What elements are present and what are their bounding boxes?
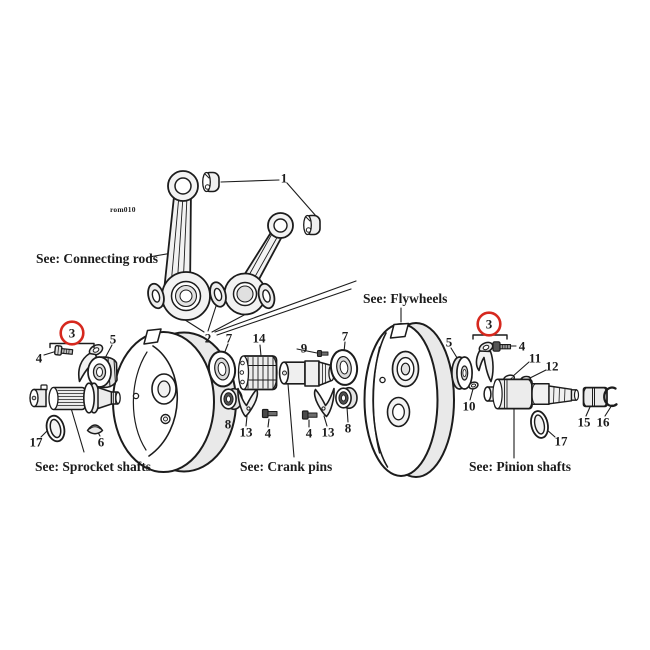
callout-9: 9 [301, 341, 308, 356]
callout-1: 1 [281, 171, 288, 186]
connecting-rod-rear [223, 212, 294, 316]
callout-15: 15 [578, 415, 592, 430]
section-link-flywheels[interactable]: See: Flywheels [363, 291, 447, 306]
pinion-shaft [483, 378, 580, 410]
callout-labels: 1 2 4 4 4 4 5 5 6 7 7 8 8 9 10 11 12 13 … [30, 171, 611, 450]
callout-8-right: 8 [345, 421, 352, 436]
highlight-circle-icon [59, 320, 85, 346]
callout-6: 6 [98, 435, 105, 450]
section-link-connecting-rods[interactable]: See: Connecting rods [36, 251, 158, 266]
callout-4-mid-right: 4 [306, 426, 313, 441]
ring-10 [468, 381, 479, 390]
screw-9 [316, 349, 329, 358]
retaining-ring-17-left [45, 414, 66, 443]
callout-17-left: 17 [30, 435, 44, 450]
callout-5-right: 5 [446, 335, 453, 350]
callout-13-right: 13 [322, 425, 336, 440]
woodruff-key-6 [86, 424, 104, 435]
screw-4-right [492, 341, 512, 352]
flywheel-left [112, 328, 237, 473]
seal-7-right [329, 349, 359, 386]
highlighted-callout-3-right[interactable]: 3 [476, 311, 502, 337]
highlight-circle-icon [476, 311, 502, 337]
sprocket-shaft-nut-5 [87, 356, 118, 389]
callout-10: 10 [463, 399, 476, 414]
seal-7-left [207, 350, 237, 388]
connecting-rod-front [161, 170, 211, 321]
callout-12: 12 [546, 359, 559, 374]
rod-bearing-race-1 [147, 282, 165, 310]
fork-retainer-13-left [237, 387, 259, 418]
shaft-key-set-right [475, 341, 494, 383]
callout-16: 16 [597, 415, 611, 430]
pinion-gear-15 [582, 386, 608, 408]
crank-pin [278, 360, 335, 387]
fork-retainer-13-right [313, 387, 335, 418]
highlighted-callout-3-left[interactable]: 3 [59, 320, 85, 346]
diagram-watermark: rom010 [110, 205, 136, 214]
screw-4-mid-right [301, 410, 318, 420]
thrust-washer-5-right [451, 356, 473, 390]
callout-2: 2 [205, 331, 212, 346]
callout-7-left: 7 [226, 331, 233, 346]
rod-bearing-race-3 [257, 282, 276, 310]
screw-4-left [54, 345, 74, 356]
wrist-pin-bushing-rear [303, 214, 321, 236]
retaining-ring-17-right [530, 410, 549, 439]
callout-13-left: 13 [240, 425, 254, 440]
flywheel-right [363, 322, 455, 478]
callout-3-right: 3 [486, 317, 493, 332]
callout-17-right: 17 [555, 434, 569, 449]
callout-8-left: 8 [225, 417, 232, 432]
rod-bearing-race-2 [209, 281, 227, 308]
callout-5-left: 5 [110, 332, 117, 347]
bearing-cage-14 [237, 355, 278, 391]
callout-4-right: 4 [519, 339, 526, 354]
callout-4-left: 4 [36, 351, 43, 366]
wrist-pin-bushing-front [202, 171, 220, 193]
callout-4-mid-left: 4 [265, 426, 272, 441]
section-link-sprocket-shafts[interactable]: See: Sprocket shafts [35, 459, 151, 474]
sprocket-shaft [29, 382, 121, 414]
section-link-crank-pins[interactable]: See: Crank pins [240, 459, 332, 474]
nut-8-right [335, 386, 358, 410]
callout-7-right: 7 [342, 329, 349, 344]
snap-ring-16 [603, 386, 618, 408]
callout-14: 14 [253, 331, 267, 346]
callout-3-left: 3 [69, 326, 76, 341]
callout-11: 11 [529, 351, 541, 366]
section-link-pinion-shafts[interactable]: See: Pinion shafts [469, 459, 571, 474]
screw-4-mid-left [261, 408, 278, 419]
